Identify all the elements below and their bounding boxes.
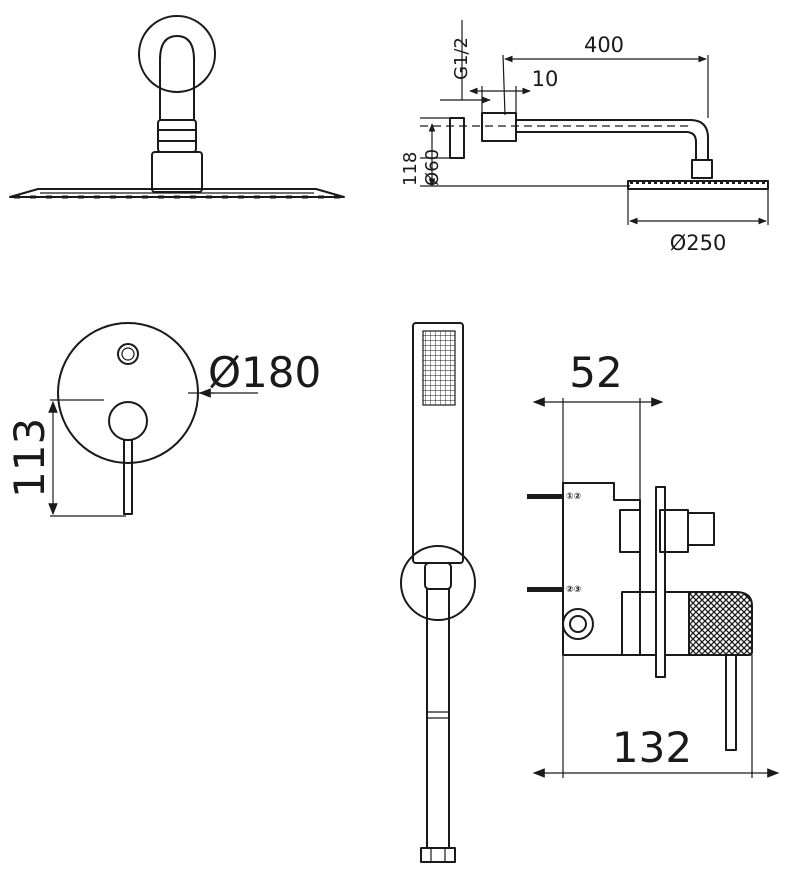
shower-head-front-view	[9, 15, 345, 199]
dim-handle-height: 113	[5, 418, 54, 498]
dim-arm-diameter: Ø60	[422, 149, 443, 186]
dim-wall-offset: 10	[532, 67, 559, 91]
hand-shower	[400, 322, 476, 863]
mixer-body-side-view: ①② ②③ 52 132	[527, 348, 780, 778]
lower-port-label: ②③	[566, 585, 581, 595]
mixer-plate-front-view: Ø180 113	[5, 322, 321, 517]
upper-port-label: ①②	[566, 492, 581, 502]
dim-arm-length: 400	[584, 33, 624, 57]
dim-thread: G1/2	[451, 37, 472, 80]
dim-head-diameter: Ø250	[670, 231, 727, 255]
dim-plate-diameter: Ø180	[208, 348, 321, 397]
shower-arm-side-view: 400 10 G1/2 118 Ø60 Ø250	[400, 20, 769, 255]
dim-outlet-height: 118	[400, 152, 421, 186]
dim-body-depth: 52	[569, 348, 622, 397]
dim-total-depth: 132	[612, 723, 692, 772]
